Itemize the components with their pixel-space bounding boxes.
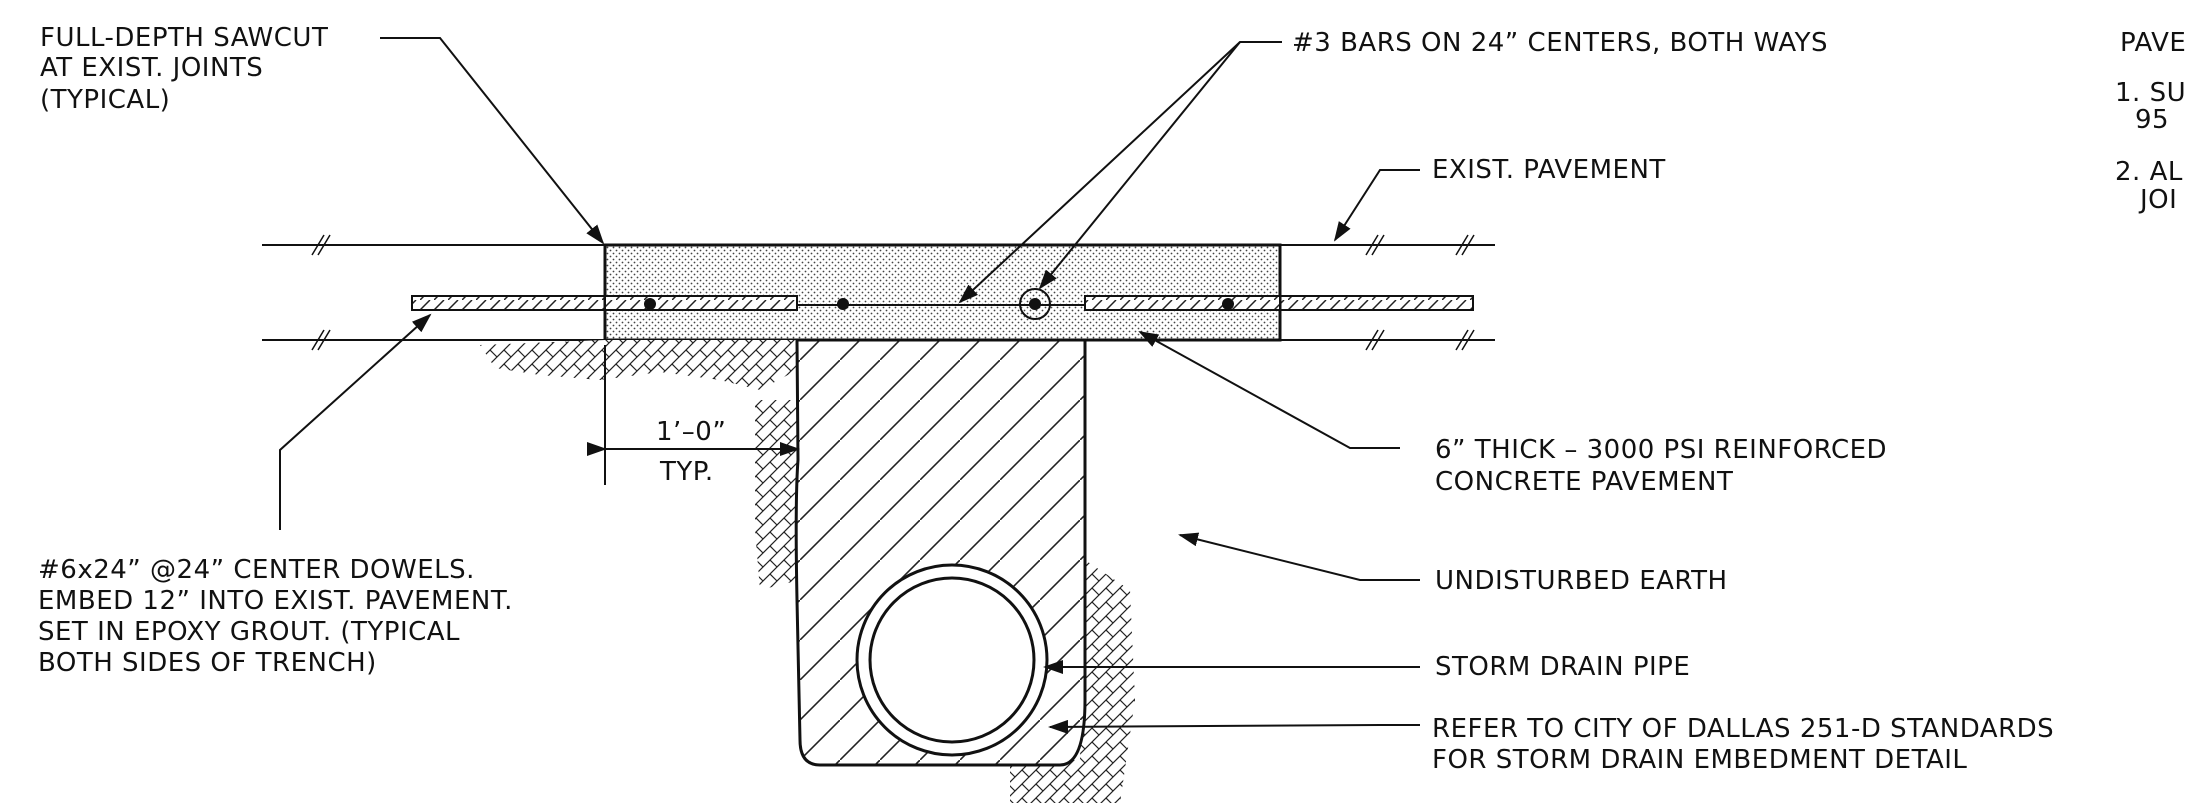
storm-drain-pipe — [855, 563, 1049, 757]
label-sawcut-1: FULL-DEPTH SAWCUT — [40, 23, 328, 53]
rebar-dots — [644, 288, 1234, 320]
leader-lines — [279, 37, 1420, 734]
label-concrete-1: 6” THICK – 3000 PSI REINFORCED — [1435, 435, 1887, 465]
label-undisturbed: UNDISTURBED EARTH — [1435, 566, 1728, 596]
label-storm-pipe: STORM DRAIN PIPE — [1435, 652, 1690, 682]
dimension-1ft — [587, 345, 800, 485]
note-2-line-2: JOI — [2138, 185, 2177, 215]
label-dowels-2: EMBED 12” INTO EXIST. PAVEMENT. — [38, 586, 513, 616]
notes-heading: PAVE — [2120, 28, 2186, 58]
label-sawcut-2: AT EXIST. JOINTS — [40, 53, 263, 83]
label-sawcut-3: (TYPICAL) — [40, 85, 170, 115]
note-1-line-1: 1. SU — [2115, 78, 2186, 108]
label-refer-2: FOR STORM DRAIN EMBEDMENT DETAIL — [1432, 745, 1967, 775]
note-1-line-2: 95 — [2135, 105, 2169, 135]
label-typ: TYP. — [659, 457, 714, 487]
label-concrete-2: CONCRETE PAVEMENT — [1435, 467, 1733, 497]
label-exist-pavement: EXIST. PAVEMENT — [1432, 155, 1666, 185]
label-dowels-1: #6x24” @24” CENTER DOWELS. — [38, 555, 475, 585]
existing-pavement-lines — [262, 234, 1495, 351]
concrete-pavement-slab — [603, 243, 1282, 342]
label-dowels-3: SET IN EPOXY GROUT. (TYPICAL — [38, 617, 460, 647]
label-dowels-4: BOTH SIDES OF TRENCH) — [38, 648, 377, 678]
label-bars: #3 BARS ON 24” CENTERS, BOTH WAYS — [1292, 28, 1828, 58]
label-refer-1: REFER TO CITY OF DALLAS 251-D STANDARDS — [1432, 714, 2054, 744]
label-dimension: 1’–0” — [656, 417, 726, 447]
note-2-line-1: 2. AL — [2115, 157, 2183, 187]
labels: FULL-DEPTH SAWCUT AT EXIST. JOINTS (TYPI… — [38, 23, 2186, 775]
